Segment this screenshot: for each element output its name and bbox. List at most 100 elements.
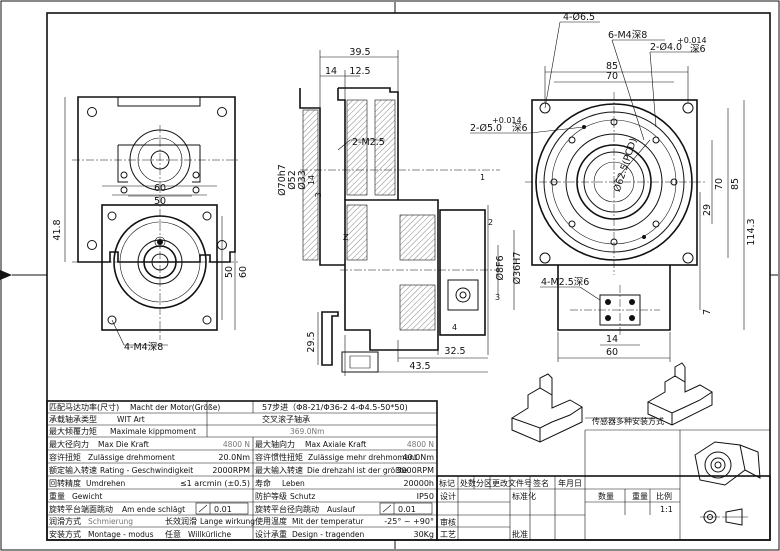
- callout-4-m2-5-depth6: 4-M2.5深6: [541, 277, 589, 288]
- dim-14-right: 14: [606, 334, 618, 345]
- svg-text:Rating - Geschwindigkeit: Rating - Geschwindigkeit: [100, 466, 193, 475]
- svg-text:重量: 重量: [49, 491, 65, 501]
- svg-text:0.01: 0.01: [398, 505, 416, 514]
- svg-text:2000RPM: 2000RPM: [212, 466, 250, 475]
- svg-text:标记: 标记: [439, 478, 455, 488]
- parameter-table: 匹配马达功率(尺寸) Macht der Motor(Größe) 57步进（Φ…: [46, 400, 438, 541]
- right-view: 85 70 4-Ø6.5 6-M4深8 2-Ø4.0 +0.014 深6 2-Ø…: [470, 12, 757, 362]
- svg-text:Am ende schlägt: Am ende schlägt: [122, 505, 185, 514]
- callout-2-dia-4-0: 2-Ø4.0: [650, 42, 682, 53]
- callout-2-dia-4-0-depth: 深6: [690, 44, 706, 55]
- dim-41-8: 41.8: [52, 219, 63, 240]
- svg-text:比例: 比例: [656, 491, 672, 501]
- dim-12-5: 12.5: [349, 66, 370, 77]
- svg-text:更改文件号: 更改文件号: [492, 478, 532, 488]
- callout-4-dia-6-5: 4-Ø6.5: [563, 12, 595, 23]
- svg-text:安装方式: 安装方式: [49, 529, 81, 539]
- svg-text:标准化: 标准化: [512, 491, 536, 501]
- svg-text:数量: 数量: [598, 491, 614, 501]
- svg-text:回转精度: 回转精度: [49, 478, 81, 488]
- svg-text:Max Die Kraft: Max Die Kraft: [98, 440, 149, 449]
- svg-text:Design - tragenden: Design - tragenden: [292, 530, 364, 539]
- svg-text:4: 4: [452, 323, 457, 332]
- svg-text:防护等级: 防护等级: [255, 491, 287, 501]
- svg-text:Lange wirkung: Lange wirkung: [200, 517, 255, 526]
- svg-text:设计承重: 设计承重: [255, 529, 287, 539]
- dim-dia-52: Ø52: [287, 170, 298, 190]
- dim-50-vertical: 50: [224, 266, 235, 278]
- svg-text:Macht der Motor(Größe): Macht der Motor(Größe): [130, 403, 220, 412]
- svg-text:IP50: IP50: [417, 492, 434, 501]
- svg-text:工艺: 工艺: [440, 530, 456, 539]
- svg-text:Willkürliche: Willkürliche: [188, 530, 231, 539]
- dim-14-top: 14: [325, 66, 337, 77]
- svg-text:签名: 签名: [533, 478, 549, 488]
- callout-2-dia-4-0-tol: +0.014: [677, 36, 707, 45]
- callout-6-m4-depth8: 6-M4深8: [608, 30, 647, 41]
- dim-3-vertical: 3: [314, 192, 323, 197]
- svg-text:交叉滚子轴承: 交叉滚子轴承: [262, 414, 310, 424]
- callout-2-m2-5: 2-M2.5: [352, 137, 385, 148]
- dim-29: 29: [702, 204, 713, 216]
- svg-text:Mit der temperatur: Mit der temperatur: [292, 517, 364, 526]
- svg-text:4800 N: 4800 N: [407, 440, 434, 449]
- svg-text:承载轴承类型: 承载轴承类型: [49, 414, 97, 424]
- svg-text:任意: 任意: [165, 529, 181, 539]
- svg-text:容许扭矩: 容许扭矩: [49, 452, 81, 462]
- dim-60-vertical: 60: [238, 266, 249, 278]
- dim-14-vertical: 14: [307, 175, 316, 185]
- sensor-mount-note: 传感器多种安装方式: [592, 416, 664, 426]
- svg-text:Leben: Leben: [282, 479, 305, 488]
- svg-text:2: 2: [488, 218, 493, 227]
- svg-text:20000h: 20000h: [403, 479, 434, 488]
- sensor-mount-sketches: 传感器多种安装方式: [510, 362, 713, 443]
- svg-text:20.0Nm: 20.0Nm: [218, 453, 250, 462]
- svg-text:最大轴向力: 最大轴向力: [255, 439, 295, 449]
- svg-text:旋转平台径向跳动: 旋转平台径向跳动: [255, 504, 319, 514]
- svg-text:Maximale kippmoment: Maximale kippmoment: [110, 427, 196, 436]
- callout-2-dia-5-0-depth: 深6: [512, 123, 528, 134]
- svg-text:处数: 处数: [460, 478, 476, 488]
- dim-70-right: 70: [714, 178, 725, 190]
- svg-text:重量: 重量: [632, 491, 648, 501]
- dim-32-5: 32.5: [444, 346, 465, 357]
- section-view: 39.5 14 12.5 2-M2.5 Ø70h7 Ø52 Ø33 14 3 Ø…: [277, 47, 523, 376]
- svg-text:寿命: 寿命: [255, 478, 271, 488]
- svg-text:设计: 设计: [440, 491, 456, 501]
- svg-text:Zulässige mehr drehmoment: Zulässige mehr drehmoment: [308, 453, 417, 462]
- dim-7: 7: [702, 309, 713, 315]
- svg-text:0.01: 0.01: [214, 505, 232, 514]
- svg-text:容许惯性扭矩: 容许惯性扭矩: [255, 452, 303, 462]
- callout-2-dia-5-0-tol: +0.014: [492, 116, 522, 125]
- svg-text:旋转平台端面跳动: 旋转平台端面跳动: [49, 504, 113, 514]
- svg-text:额定输入转速: 额定输入转速: [49, 465, 97, 475]
- dim-60-right: 60: [606, 347, 618, 358]
- dim-70-top: 70: [606, 71, 618, 82]
- svg-text:WIT Art: WIT Art: [117, 415, 145, 424]
- dim-60-horizontal: 60: [154, 183, 166, 194]
- svg-text:使用温度: 使用温度: [255, 516, 287, 526]
- callout-2-dia-5-0: 2-Ø5.0: [470, 123, 502, 134]
- dim-85-right: 85: [730, 178, 741, 190]
- dim-dia-36h7: Ø36H7: [512, 252, 523, 285]
- title-block: 标记 处数 分区 更改文件号 签名 年月日 设计 标准化 审核 工艺 批准 数量…: [436, 429, 771, 541]
- dim-85-top: 85: [606, 61, 618, 72]
- svg-text:Montage - modus: Montage - modus: [88, 530, 154, 539]
- dim-43-5: 43.5: [409, 361, 430, 372]
- svg-text:最大倾覆力矩: 最大倾覆力矩: [49, 426, 97, 436]
- svg-text:Auslauf: Auslauf: [327, 505, 355, 514]
- dim-39-5: 39.5: [349, 47, 370, 58]
- svg-text:1: 1: [480, 173, 485, 182]
- svg-text:Umdrehen: Umdrehen: [86, 479, 125, 488]
- svg-text:批准: 批准: [512, 529, 528, 539]
- dim-dia-33: Ø33: [297, 170, 308, 190]
- svg-text:3: 3: [495, 293, 500, 302]
- side-labels: 1 2 3 4 Z: [343, 173, 500, 332]
- svg-text:年月日: 年月日: [558, 478, 582, 488]
- svg-text:57步进（Φ8-21/Φ36-2 4-Φ4.5-50*50): 57步进（Φ8-21/Φ36-2 4-Φ4.5-50*50): [262, 403, 408, 412]
- svg-text:Zulässige drehmoment: Zulässige drehmoment: [88, 453, 175, 462]
- svg-text:最大输入转速: 最大输入转速: [255, 465, 303, 475]
- svg-text:-25° ~ +90°: -25° ~ +90°: [384, 517, 434, 526]
- dim-dia-70h7: Ø70h7: [277, 164, 288, 196]
